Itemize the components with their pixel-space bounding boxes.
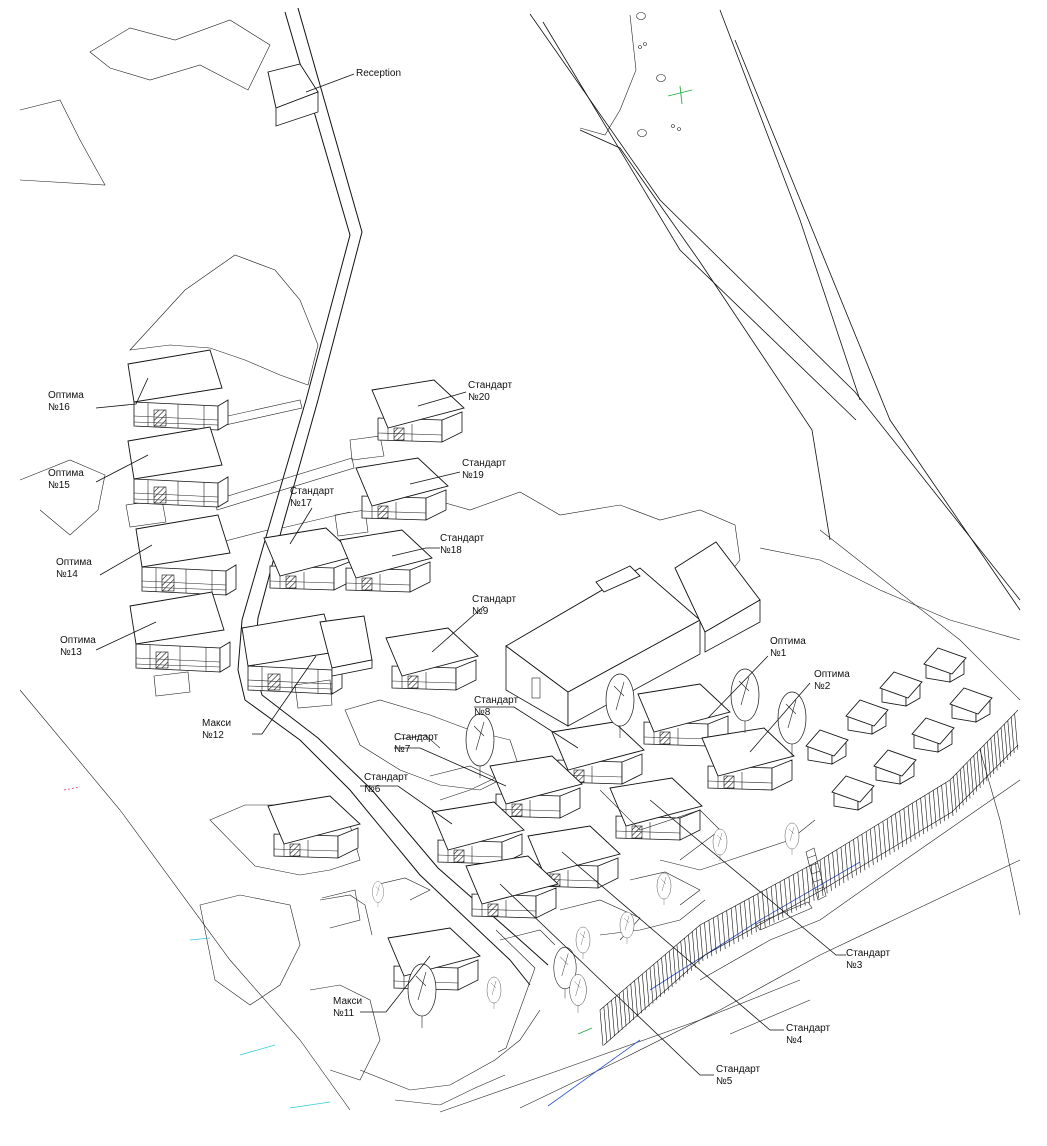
label-optima-15-type: Оптима	[48, 468, 84, 479]
label-optima-13-num: №13	[60, 647, 82, 658]
label-standard-5-num: №5	[716, 1076, 733, 1087]
label-optima-16-num: №16	[48, 402, 70, 413]
label-standard-18-type: Стандарт	[440, 533, 485, 544]
reception-building	[267, 63, 319, 127]
main-building	[505, 541, 761, 727]
label-standard-8-type: Стандарт	[474, 695, 519, 706]
label-standard-6-num: №6	[364, 784, 381, 795]
maxi-12-annex	[294, 615, 373, 709]
fence	[599, 709, 1019, 1047]
label-optima-15-num: №15	[48, 480, 70, 491]
boundary-lines	[19, 9, 1021, 1113]
label-standard-6-type: Стандарт	[364, 772, 409, 783]
label-optima-14-type: Оптима	[56, 557, 92, 568]
cabin-optima-16	[127, 349, 229, 431]
label-standard-7-num: №7	[394, 744, 411, 755]
label-optima-2-type: Оптима	[814, 669, 850, 680]
staircase	[805, 847, 827, 901]
label-optima-16-type: Оптима	[48, 390, 84, 401]
label-standard-3-type: Стандарт	[846, 948, 891, 959]
label-standard-19-num: №19	[462, 470, 484, 481]
cabin-optima-2	[701, 727, 795, 791]
label-optima-1-type: Оптима	[770, 636, 806, 647]
cabin-optima-15	[127, 426, 229, 508]
label-standard-8-num: №8	[474, 707, 491, 718]
label-maxi-11-num: №11	[333, 1008, 355, 1019]
label-standard-4-type: Стандарт	[786, 1023, 831, 1034]
cabin-standard-17	[263, 527, 357, 591]
label-reception: Reception	[356, 68, 401, 79]
cabin-standard-18	[339, 529, 433, 593]
label-standard-17-num: №17	[290, 498, 312, 509]
label-standard-5-type: Стандарт	[716, 1064, 761, 1075]
survey-markers	[636, 12, 681, 137]
label-standard-20-num: №20	[468, 392, 490, 403]
label-optima-13-type: Оптима	[60, 635, 96, 646]
label-standard-17-type: Стандарт	[290, 486, 335, 497]
label-standard-7-type: Стандарт	[394, 732, 439, 743]
label-standard-9-num: №9	[472, 606, 489, 617]
label-standard-18-num: №18	[440, 545, 462, 556]
label-standard-20-type: Стандарт	[468, 380, 513, 391]
label-maxi-12-num: №12	[202, 730, 224, 741]
label-standard-9-type: Стандарт	[472, 594, 517, 605]
bench	[755, 901, 813, 931]
label-maxi-12-type: Макси	[202, 718, 231, 729]
label-standard-19-type: Стандарт	[462, 458, 507, 469]
label-optima-1-num: №1	[770, 648, 787, 659]
cabin-standard-19	[355, 457, 449, 521]
label-standard-3-num: №3	[846, 960, 863, 971]
cabin-standard-3	[609, 777, 703, 841]
labels: Reception Оптима №16 Оптима №15 Оптима №…	[48, 68, 891, 1087]
label-optima-2-num: №2	[814, 681, 831, 692]
label-standard-4-num: №4	[786, 1035, 803, 1046]
cabin-optima-14	[135, 514, 237, 596]
cabin-standard-9	[385, 627, 479, 691]
label-maxi-11-type: Макси	[333, 996, 362, 1007]
garden-paths	[321, 734, 721, 1053]
cabin-standard-20	[371, 379, 465, 443]
leader-lines	[95, 73, 846, 1076]
cabin-optima-13	[129, 591, 231, 673]
label-optima-14-num: №14	[56, 569, 78, 580]
cabin-standard-unlabelled	[267, 795, 361, 859]
